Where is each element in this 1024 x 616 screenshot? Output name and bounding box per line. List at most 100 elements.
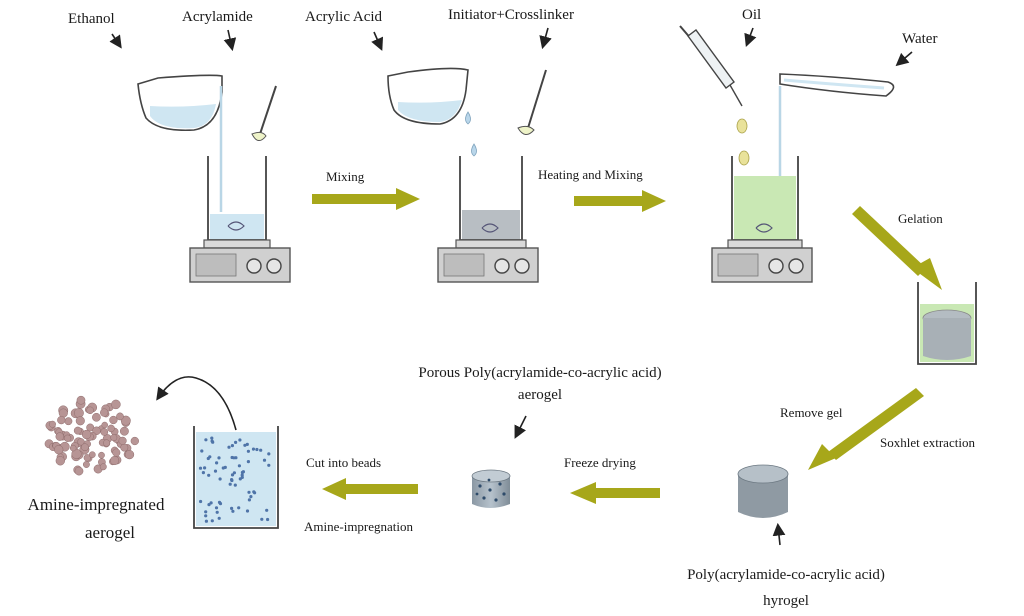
bead-dot — [249, 495, 253, 499]
gel-beaker-icon — [917, 282, 977, 365]
beaker-3-icon — [727, 156, 803, 249]
aerogel-particle — [69, 444, 77, 452]
cut-beads-label: Cut into beads — [306, 455, 382, 470]
bead-dot — [246, 460, 250, 464]
bead-dot — [232, 456, 236, 460]
acrylamide-label: Acrylamide — [182, 9, 253, 25]
bead-dot — [259, 448, 263, 452]
bead-dot — [210, 436, 214, 440]
impregnation-beaker-icon — [193, 426, 279, 529]
spatula-icon — [251, 85, 277, 141]
bead-dot — [265, 508, 269, 512]
freeze-drying-label: Freeze drying — [564, 455, 636, 470]
initiator-crosslinker-label: Initiator+Crosslinker — [448, 7, 574, 23]
bead-dot — [213, 469, 218, 473]
hotplate-1-icon — [189, 247, 291, 283]
bead-dot — [232, 471, 236, 475]
remove-gel-label: Remove gel — [780, 405, 843, 420]
aerogel-particle — [55, 456, 65, 466]
aerogel-particle — [82, 461, 90, 468]
aerogel-particle — [86, 406, 94, 415]
aerogel-particle — [76, 395, 86, 405]
droplets-icon — [465, 111, 477, 157]
bead-dot — [204, 514, 208, 518]
bead-dot — [267, 463, 271, 467]
aerogel-particle — [54, 445, 64, 455]
aerogel-particle — [110, 455, 120, 466]
hotplate-2-icon — [437, 247, 539, 283]
water-label: Water — [902, 31, 938, 47]
bead-dot — [246, 449, 250, 453]
aerogel-title-line1: Porous Poly(acrylamide-co-acrylic acid) — [418, 365, 662, 381]
aerogel-particle — [110, 434, 118, 442]
bead-dot — [238, 438, 242, 442]
amine-aerogel-particles-icon — [44, 395, 139, 476]
bead-dot — [217, 456, 221, 460]
aerogel-particle — [100, 428, 109, 436]
aerogel-particle — [118, 436, 127, 445]
bead-dot — [247, 498, 251, 502]
aerogel-particle — [55, 432, 65, 441]
aerogel-particle — [101, 421, 108, 429]
bead-dot — [231, 509, 235, 513]
transfer-arrow-icon — [156, 376, 237, 431]
aerogel-particle — [103, 439, 111, 447]
arrow-mixing — [312, 188, 420, 210]
bead-dot — [227, 445, 231, 449]
syringe-icon — [679, 25, 750, 166]
aerogel-particle — [75, 416, 85, 426]
aerogel-particle — [99, 463, 107, 471]
bead-dot — [252, 490, 256, 494]
acrylic-acid-label: Acrylic Acid — [305, 9, 383, 25]
bead-dot — [215, 461, 219, 465]
bead-dot — [255, 447, 259, 452]
bead-dot — [201, 471, 205, 475]
bead-dot — [241, 470, 245, 474]
arrow-freeze-drying — [570, 482, 660, 504]
bead-dot — [240, 475, 244, 479]
bead-dot — [218, 477, 222, 481]
bead-dot — [207, 503, 211, 507]
bead-dot — [234, 440, 238, 444]
arrow-amine — [322, 478, 418, 500]
bead-dot — [204, 519, 208, 523]
water-flask-icon — [778, 73, 895, 204]
bead-dot — [237, 506, 241, 510]
aerogel-particle — [64, 417, 73, 426]
aerogel-particle — [88, 451, 96, 459]
bead-dot — [200, 449, 204, 453]
arrow-heating-mixing — [574, 190, 666, 212]
bead-dot — [217, 500, 222, 504]
acrylic-acid-flask-icon — [387, 67, 469, 125]
aerogel-particle — [73, 426, 82, 435]
initiator-spatula-icon — [517, 69, 547, 135]
mixing-label: Mixing — [326, 169, 365, 184]
aerogel-particle — [92, 412, 101, 422]
hotplate-3-icon — [711, 247, 813, 283]
aerogel-particle — [109, 415, 118, 425]
bead-dot — [260, 517, 264, 521]
bead-dot — [233, 483, 237, 487]
bead-dot — [262, 458, 267, 462]
aerogel-particle — [74, 466, 84, 476]
bead-dot — [199, 499, 203, 504]
hydrogel-title-line1: Poly(acrylamide-co-acrylic acid) — [687, 567, 885, 583]
soxhlet-label: Soxhlet extraction — [880, 435, 975, 450]
aerogel-particle — [107, 424, 115, 433]
hydrogel-cylinder-icon — [737, 464, 789, 518]
bead-dot — [210, 519, 214, 523]
process-arrows — [312, 188, 942, 504]
oil-label: Oil — [742, 7, 762, 23]
bead-dot — [247, 490, 251, 494]
bead-dot — [215, 510, 219, 514]
bead-dot — [210, 439, 214, 443]
aerogel-particle — [57, 415, 66, 425]
aerogel-particle — [116, 412, 124, 421]
bead-dot — [221, 466, 225, 470]
aerogel-particle — [81, 429, 92, 440]
beaker-2-icon — [455, 156, 527, 249]
bead-dot — [230, 478, 234, 482]
bead-dot — [228, 482, 232, 486]
bead-dot — [203, 466, 207, 470]
